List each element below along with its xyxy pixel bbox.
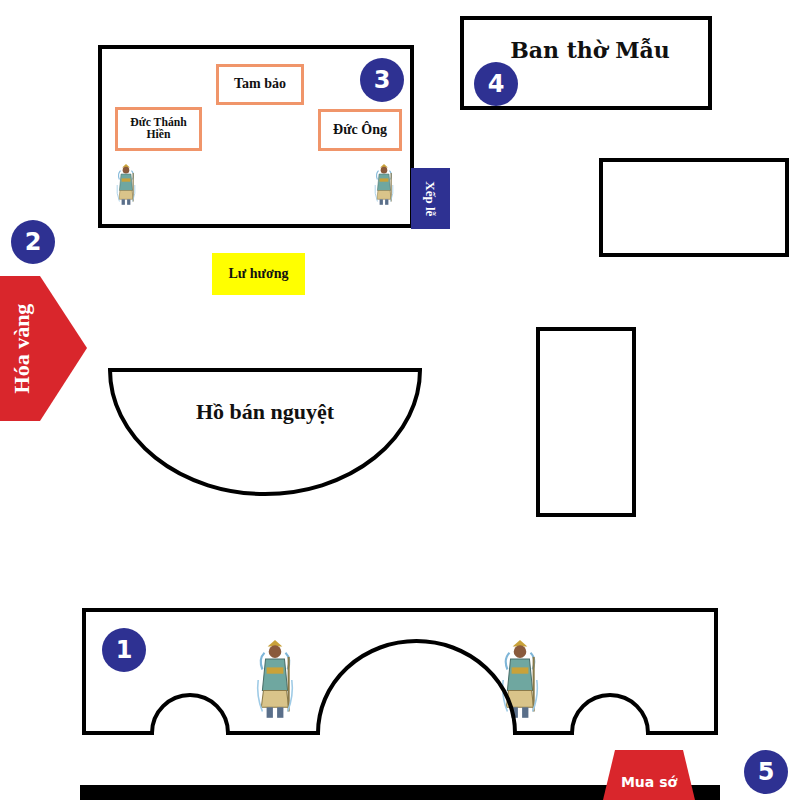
place-label: Hồ bán nguyệt: [128, 390, 402, 434]
empty-building: [538, 329, 634, 515]
empty-building: [601, 160, 787, 255]
altar-box: Đức Ông: [318, 109, 402, 151]
incense-burner: Lư hương: [212, 253, 305, 295]
petition-stall: Mua sớ: [603, 750, 695, 800]
half-moon-pond: Hồ bán nguyệt: [108, 368, 422, 496]
place-label: Đức Ông: [321, 112, 399, 148]
pond-outline: [110, 370, 420, 494]
callout-number: 5: [744, 750, 788, 794]
callout-number: 3: [360, 58, 404, 102]
guardian-figure: [375, 164, 393, 205]
guardian-figure: [258, 640, 293, 718]
half-moon-pond-outline: [108, 368, 422, 496]
temple-gate: 1: [82, 608, 718, 735]
place-label: Hóa vàng: [0, 276, 44, 421]
place-label: Lư hương: [212, 253, 305, 295]
place-label: Xếp lễ: [411, 168, 450, 229]
callout-number: 4: [474, 62, 518, 106]
main-hall: 3 Tam bảoĐức Thánh Hiền Đức Ông: [98, 45, 414, 228]
guardian-figure: [117, 164, 135, 205]
paper-burning-furnace: Hóa vàng: [0, 276, 87, 421]
callout-number: 1: [102, 628, 146, 672]
mother-altar-hall: Ban thờ Mẫu4: [460, 16, 712, 110]
temple-gate-outline: [82, 608, 718, 735]
gate-outline: [84, 610, 716, 733]
place-label: Mua sớ: [611, 766, 687, 798]
altar-box: Tam bảo: [216, 64, 304, 105]
petition-stall-shape: [603, 750, 695, 800]
offering-tab: Xếp lễ: [411, 168, 450, 229]
guardian-figure: [503, 640, 538, 718]
altar-box: Đức Thánh Hiền: [115, 107, 202, 151]
place-label: Đức Thánh Hiền: [118, 110, 199, 148]
paper-burning-furnace-shape: [0, 276, 87, 421]
place-label: Tam bảo: [219, 67, 301, 102]
callout-number: 2: [11, 220, 55, 264]
